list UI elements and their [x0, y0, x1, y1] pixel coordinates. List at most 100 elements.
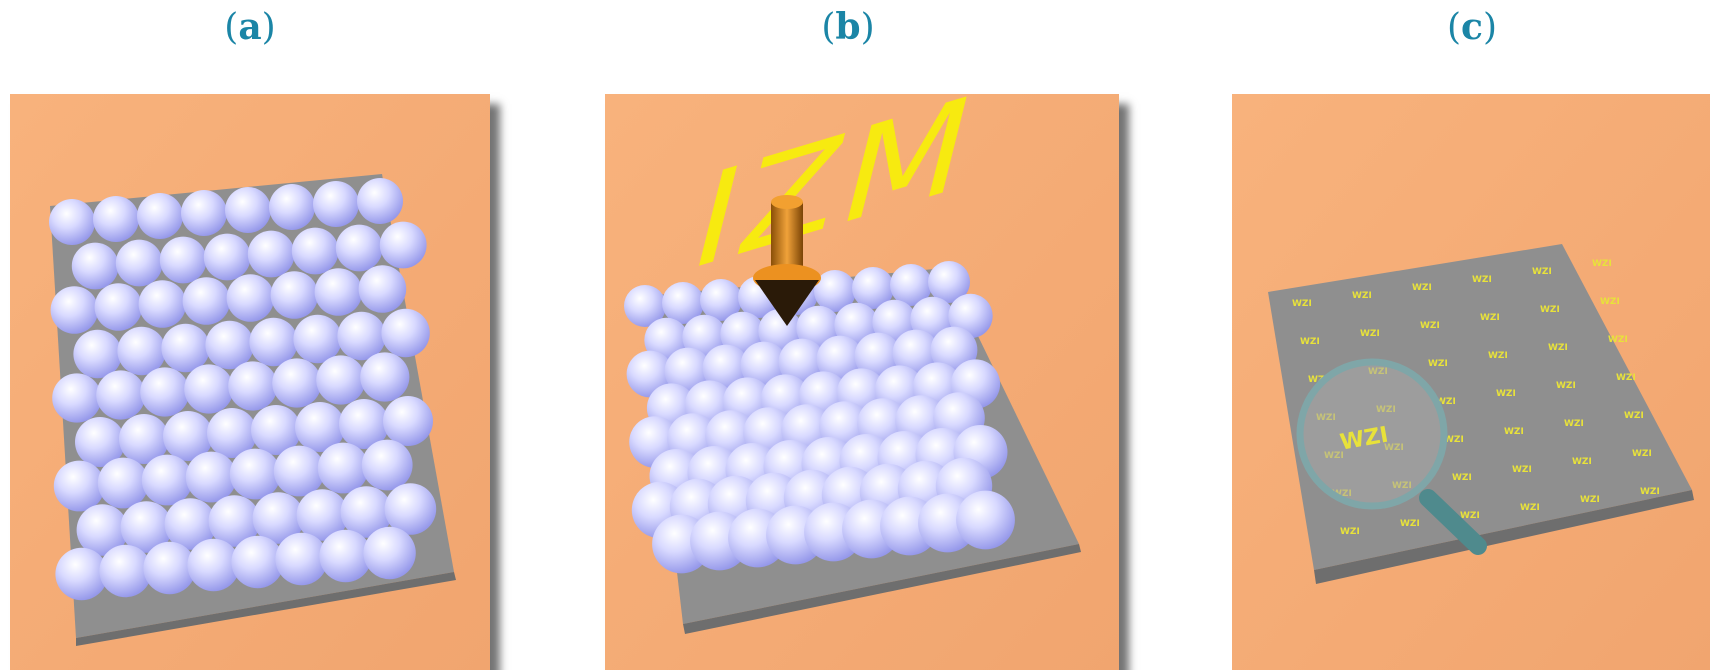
sphere: [137, 193, 183, 239]
sphere: [275, 532, 328, 586]
label-letter: a: [238, 6, 262, 48]
marking-text: WZI: [1572, 457, 1592, 467]
marking-text: WZI: [1352, 291, 1372, 301]
sphere: [296, 489, 349, 541]
marking-text: WZI: [1444, 435, 1464, 445]
marking-text: WZI: [1292, 299, 1312, 309]
sphere: [163, 411, 213, 461]
marking-text: WZI: [1548, 343, 1568, 353]
sphere: [181, 190, 227, 236]
sphere: [73, 329, 122, 379]
sphere: [852, 267, 894, 309]
marking-text: WZI: [1496, 389, 1516, 399]
label-close-paren: ): [860, 7, 875, 48]
sphere: [270, 271, 319, 319]
marking-text: WZI: [1420, 321, 1440, 331]
label-letter: b: [835, 6, 861, 48]
sphere: [381, 308, 430, 358]
sphere: [76, 504, 129, 556]
sphere: [273, 445, 325, 497]
sphere: [928, 261, 970, 303]
sphere: [99, 544, 152, 598]
panel-c-illustration: WZI WZI WZI WZI WZI WZI WZI WZI WZI WZI WZI WZI WZI W…: [1232, 94, 1710, 670]
panel-a: [10, 94, 490, 670]
sphere: [291, 227, 339, 275]
sphere: [340, 486, 393, 538]
marking-text: WZI: [1436, 397, 1456, 407]
sphere: [357, 178, 403, 224]
sphere: [207, 408, 257, 458]
marking-text: WZI: [1632, 449, 1652, 459]
sphere: [251, 405, 301, 455]
sphere: [203, 233, 251, 281]
sphere: [55, 547, 108, 601]
sphere: [269, 184, 315, 230]
marking-text: WZI: [1452, 473, 1472, 483]
panel-b: IZM: [605, 94, 1119, 670]
sphere: [50, 286, 99, 334]
panel-b-illustration: IZM: [605, 94, 1119, 670]
marking-text: WZI: [1504, 427, 1524, 437]
sphere: [314, 268, 363, 316]
sphere: [231, 535, 284, 589]
sphere: [115, 239, 163, 287]
marking-text: WZI: [1640, 487, 1660, 497]
marking-text: WZI: [1460, 511, 1480, 521]
sphere: [363, 526, 416, 580]
marking-text: WZI: [1592, 259, 1612, 269]
sphere: [185, 451, 237, 503]
sphere: [93, 196, 139, 242]
marking-text: WZI: [1340, 527, 1360, 537]
sphere: [225, 187, 271, 233]
marking-text: WZI: [1616, 373, 1636, 383]
sphere: [700, 279, 742, 321]
label-close-paren: ): [261, 7, 276, 48]
marking-text: WZI: [1472, 275, 1492, 285]
sphere: [624, 285, 666, 327]
stamp-tool: [753, 195, 821, 326]
sphere: [361, 439, 413, 491]
sphere: [379, 221, 427, 269]
marking-text: WZI: [1360, 329, 1380, 339]
sphere: [814, 270, 856, 312]
sphere: [358, 265, 407, 313]
marking-text: WZI: [1308, 375, 1328, 385]
marking-text: WZI: [1488, 351, 1508, 361]
sphere: [94, 283, 143, 331]
panel-a-illustration: [10, 94, 490, 670]
sphere: [384, 483, 437, 535]
sphere: [337, 311, 386, 361]
label-open-paren: (: [1446, 7, 1462, 48]
sphere: [360, 352, 410, 402]
substrate-edge: [76, 572, 456, 646]
sphere: [119, 414, 169, 464]
sphere: [956, 490, 1015, 550]
marking-text: WZI: [1480, 313, 1500, 323]
label-open-paren: (: [821, 7, 836, 48]
marking-text: WZI: [1564, 419, 1584, 429]
sphere: [205, 320, 254, 370]
sphere: [140, 367, 190, 417]
sphere-monolayer: [49, 178, 437, 601]
sphere: [383, 396, 433, 446]
sphere: [319, 529, 372, 583]
marking-text: WZI: [1512, 465, 1532, 475]
panel-label-b: (b): [768, 6, 928, 48]
magnifying-glass-icon: WZI: [1296, 358, 1487, 555]
sphere: [75, 417, 125, 467]
sphere: [117, 326, 166, 376]
label-letter: c: [1461, 6, 1483, 48]
sphere: [138, 280, 187, 328]
sphere: [53, 460, 105, 512]
marking-text: WZI: [1624, 411, 1644, 421]
sphere: [49, 199, 95, 245]
sphere: [229, 448, 281, 500]
marking-text: WZI: [1520, 503, 1540, 513]
sphere: [143, 541, 196, 595]
sphere: [184, 364, 234, 414]
panel-c: WZI WZI WZI WZI WZI WZI WZI WZI WZI WZI WZI WZI WZI W…: [1232, 94, 1710, 670]
sphere: [272, 358, 322, 408]
sphere: [662, 282, 704, 324]
marking-text: WZI: [1600, 297, 1620, 307]
sphere: [313, 181, 359, 227]
